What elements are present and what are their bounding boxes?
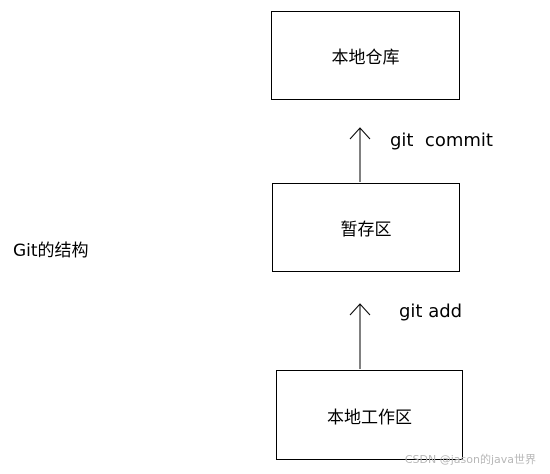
- add-arrow: [349, 303, 371, 369]
- local-repo-label: 本地仓库: [331, 48, 400, 68]
- workdir-label: 本地工作区: [327, 407, 412, 428]
- diagram-title: Git的结构: [13, 241, 89, 261]
- commit-edge-label: git commit: [390, 130, 493, 151]
- commit-arrow: [349, 127, 371, 182]
- local-repo-node: 本地仓库: [271, 11, 460, 100]
- staging-label: 暂存区: [340, 220, 392, 240]
- add-edge-label: git add: [399, 301, 463, 322]
- staging-node: 暂存区: [272, 183, 460, 272]
- workdir-node: 本地工作区: [276, 370, 463, 460]
- watermark: CSDN @jason的java世界: [404, 453, 536, 466]
